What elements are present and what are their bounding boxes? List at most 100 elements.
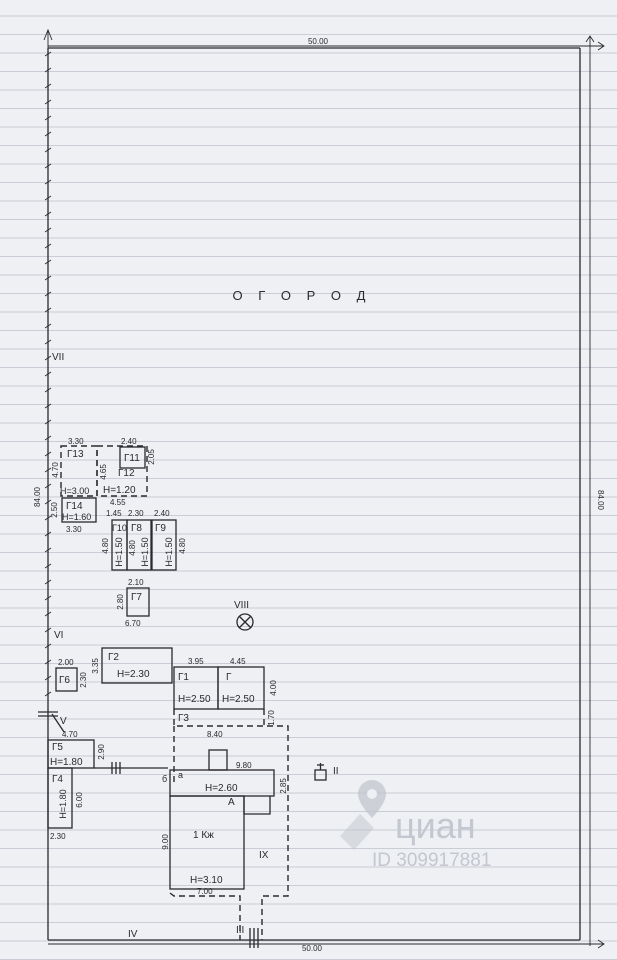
- fence-tick: [44, 627, 52, 633]
- g3-dim1: 1.70: [267, 710, 276, 726]
- fence-tick: [44, 195, 52, 201]
- a-height: Н=2.60: [205, 783, 238, 794]
- a-dim1: 9.80: [236, 761, 252, 770]
- g12-dim2: 4.55: [110, 498, 126, 507]
- fence-tick: [44, 275, 52, 281]
- point-ix: IX: [259, 850, 269, 861]
- fence-tick: [44, 547, 52, 553]
- fence-tick: [44, 83, 52, 89]
- inner-fence: [94, 762, 168, 774]
- fence-tick: [44, 227, 52, 233]
- g7-name: Г7: [131, 592, 142, 603]
- g12-dim1: 4.65: [99, 464, 108, 480]
- g11-dim2: 2.05: [147, 449, 156, 465]
- point-v: V: [60, 716, 67, 727]
- g14-name: Г14: [66, 501, 83, 512]
- g6-dim2: 2.30: [79, 672, 88, 688]
- g3-dim2: 8.40: [207, 730, 223, 739]
- fence-tick: [44, 467, 52, 473]
- building-g2: Г2 Н=2.30 3.35: [91, 647, 173, 684]
- fence-tick: [44, 483, 52, 489]
- g5-name: Г5: [52, 742, 63, 753]
- building-house: 1 Кж Н=3.10 9.00 7.00: [161, 795, 245, 896]
- g4-height: Н=1.80: [58, 789, 68, 818]
- building-g7: Г7 2.10 2.80 6.70: [116, 578, 150, 628]
- g8-dim1: 2.30: [128, 509, 144, 518]
- a-name: А: [228, 797, 235, 808]
- ruled-lines: [0, 15, 617, 960]
- fence-tick: [44, 387, 52, 393]
- fence-tick: [44, 339, 52, 345]
- g1-dim1: 3.95: [188, 657, 204, 666]
- building-g: Г Н=2.50 4.45 4.00: [217, 657, 278, 710]
- g9-dim2: 4.80: [178, 538, 187, 554]
- g1-height: Н=2.50: [178, 694, 211, 705]
- g9-name: Г9: [155, 523, 166, 534]
- g8-dim2: 4.80: [128, 540, 137, 556]
- fence-tick: [44, 579, 52, 585]
- outhouse-symbol-icon: [314, 763, 327, 781]
- building-g6: Г6 2.00 2.30: [55, 658, 88, 692]
- gate-bottom: [249, 928, 259, 948]
- a-dim2: 2.85: [279, 778, 288, 794]
- dim-top: 50.00: [308, 37, 329, 46]
- fence-tick: [44, 99, 52, 105]
- g9-height: Н=1.50: [164, 537, 174, 566]
- fence-tick: [44, 147, 52, 153]
- g13-dim2: 4.70: [51, 462, 60, 478]
- fence-tick: [44, 531, 52, 537]
- g2-height: Н=2.30: [117, 669, 150, 680]
- fence-tick: [44, 243, 52, 249]
- g2-name: Г2: [108, 652, 119, 663]
- fence-tick: [44, 659, 52, 665]
- g5-height: Н=1.80: [50, 757, 83, 768]
- dim-left: 84.00: [33, 486, 42, 507]
- g7-dim2: 2.80: [116, 594, 125, 610]
- building-g11: Г11 2.40 2.05: [119, 437, 156, 469]
- g14-dim2: 3.30: [66, 525, 82, 534]
- fence-tick: [44, 323, 52, 329]
- g11-name: Г11: [124, 453, 140, 464]
- fence-tick: [44, 291, 52, 297]
- g10-dim1: 1.45: [106, 509, 122, 518]
- fence-tick: [44, 595, 52, 601]
- building-g4: Г4 Н=1.80 6.00 2.30: [47, 767, 84, 841]
- g9-dim1: 2.40: [154, 509, 170, 518]
- fence-tick: [44, 163, 52, 169]
- g5-dim2: 2.90: [97, 744, 106, 760]
- g11-dim1: 2.40: [121, 437, 137, 446]
- fence-tick: [44, 179, 52, 185]
- fence-tick: [44, 67, 52, 73]
- g-height: Н=2.50: [222, 694, 255, 705]
- garden-title: О Г О Р О Д: [233, 288, 372, 303]
- building-g12: Г12 Н=1.20 4.65 4.55: [96, 445, 148, 507]
- pin-logo-icon: [340, 780, 386, 850]
- g7-dim1: 2.10: [128, 578, 144, 587]
- g6-name: Г6: [59, 675, 70, 686]
- g13-name: Г13: [67, 449, 84, 460]
- g12-name: Г12: [118, 468, 135, 479]
- fence-tick: [44, 691, 52, 697]
- fence-tick: [44, 435, 52, 441]
- g14-dim1: 2.50: [50, 502, 59, 518]
- g13-height: Н=3.00: [60, 486, 89, 496]
- fence-tick: [44, 307, 52, 313]
- g4-dim2: 2.30: [50, 832, 66, 841]
- g-dim1: 4.45: [230, 657, 246, 666]
- building-g8: Г8 Н=1.50 2.30 4.80: [126, 509, 152, 571]
- fence-tick: [44, 499, 52, 505]
- g7-dim3: 6.70: [125, 619, 141, 628]
- point-ii: II: [333, 766, 339, 777]
- watermark-id: ID 309917881: [372, 850, 491, 871]
- g2-dim1: 3.35: [91, 658, 100, 674]
- watermark-brand: циан: [395, 805, 476, 846]
- fence-tick: [44, 211, 52, 217]
- fence-tick: [44, 355, 52, 361]
- marker-b: б: [162, 774, 167, 784]
- house-dim1: 9.00: [161, 834, 170, 850]
- fence-tick: [44, 259, 52, 265]
- building-g3: Г3 1.70 8.40: [169, 709, 289, 940]
- point-vii: VII: [52, 352, 64, 363]
- fence-ticks: [44, 51, 52, 697]
